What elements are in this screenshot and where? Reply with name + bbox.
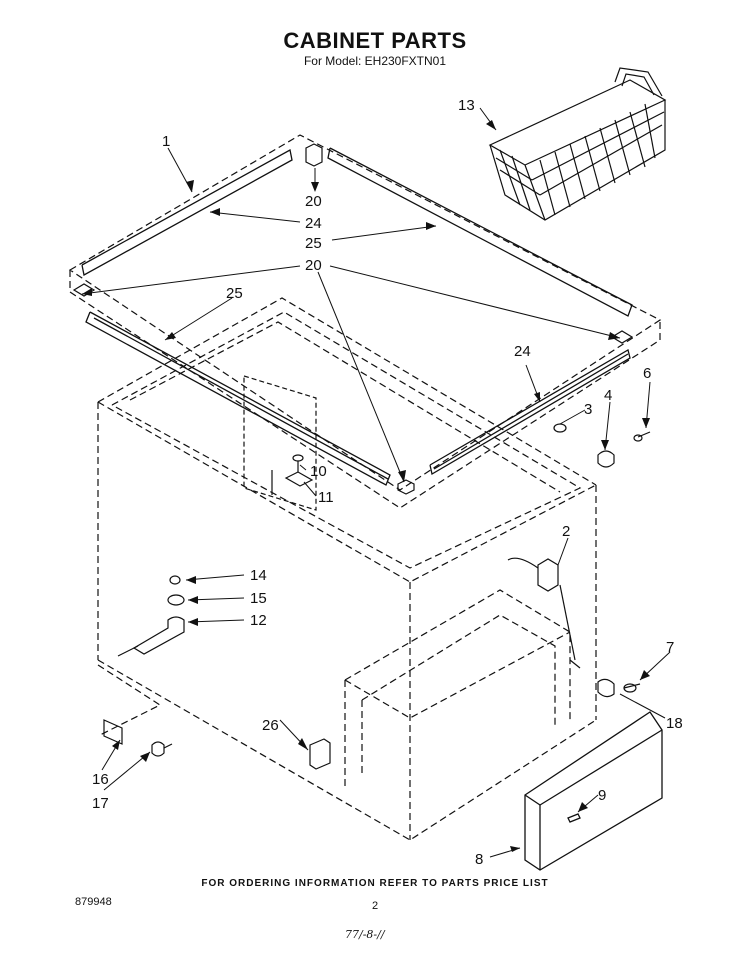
callout-25-top: 25 xyxy=(305,235,322,252)
callout-24-right: 24 xyxy=(514,343,531,360)
thermostat xyxy=(507,557,581,669)
callout-7: 7 xyxy=(666,639,674,656)
hinge-plate-panel xyxy=(243,375,317,511)
document-number: 879948 xyxy=(75,896,112,908)
page-number: 2 xyxy=(372,900,379,912)
arrowheads xyxy=(82,120,650,852)
callout-9: 9 xyxy=(598,787,606,804)
callout-12: 12 xyxy=(250,612,267,629)
callout-1: 1 xyxy=(162,133,170,150)
callout-labels: 1 13 20 24 25 20 25 24 6 4 3 10 11 2 14 … xyxy=(92,97,683,868)
leader-lines xyxy=(81,107,671,858)
callout-11: 11 xyxy=(318,489,334,506)
hinge-screw xyxy=(284,454,314,487)
callout-17: 17 xyxy=(92,795,109,812)
lid-corner-brackets xyxy=(72,143,634,495)
callout-25-left: 25 xyxy=(226,285,243,302)
callout-15: 15 xyxy=(250,590,267,607)
callout-13: 13 xyxy=(458,97,475,114)
bottom-hardware xyxy=(103,719,173,757)
drain-assembly xyxy=(117,575,185,657)
lid-outline xyxy=(68,134,662,509)
callout-14: 14 xyxy=(250,567,267,584)
handwritten-note: 77/-8-// xyxy=(345,928,385,941)
callout-3: 3 xyxy=(584,401,592,418)
cabinet-body-outline xyxy=(97,297,597,841)
lid-gasket-strips xyxy=(81,147,633,486)
callout-18: 18 xyxy=(666,715,683,732)
callout-4: 4 xyxy=(604,387,612,404)
hinge-hardware xyxy=(553,423,651,468)
basket xyxy=(488,67,667,221)
callout-6: 6 xyxy=(643,365,651,382)
callout-20-mid: 20 xyxy=(305,257,322,274)
callout-16: 16 xyxy=(92,771,109,788)
latch-part xyxy=(309,738,331,770)
callout-26: 26 xyxy=(262,717,279,734)
callout-20-top: 20 xyxy=(305,193,322,210)
callout-8: 8 xyxy=(475,851,483,868)
compressor-cover xyxy=(524,711,663,871)
callout-2: 2 xyxy=(562,523,570,540)
page-title: CABINET PARTS xyxy=(283,28,467,53)
callout-24-top: 24 xyxy=(305,215,322,232)
grille-hardware xyxy=(597,678,641,698)
callout-10: 10 xyxy=(310,463,327,480)
ordering-note: FOR ORDERING INFORMATION REFER TO PARTS … xyxy=(201,878,549,889)
model-line: For Model: EH230FXTN01 xyxy=(303,54,447,68)
